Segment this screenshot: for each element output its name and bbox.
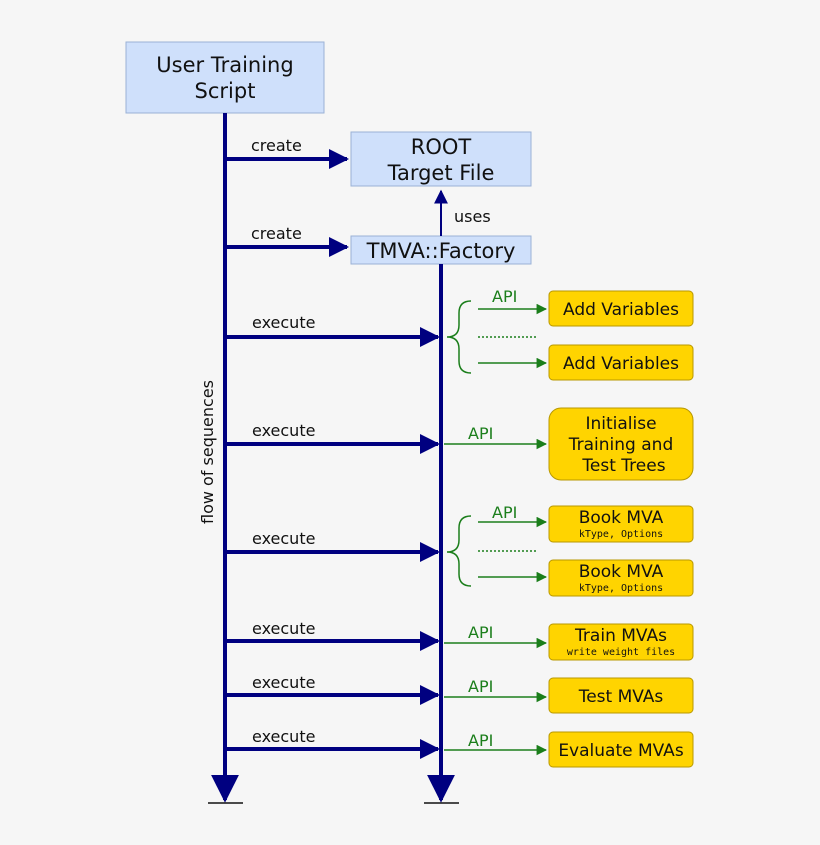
- test-mvas: Test MVAs: [578, 687, 664, 707]
- initialise-group: API Initialise Training and Test Trees: [444, 407, 694, 481]
- execute-label-6: execute: [252, 727, 315, 746]
- api-label-6: API: [468, 731, 493, 750]
- root-file-line2: Target File: [387, 161, 495, 185]
- add-variables-1: Add Variables: [563, 300, 679, 320]
- tmva-factory-box: TMVA::Factory: [350, 235, 532, 265]
- add-variables-2: Add Variables: [563, 354, 679, 374]
- root-file-line1: ROOT: [411, 135, 472, 159]
- book-mva-group: API Book MVA kType, Options Book MVA kTy…: [446, 503, 694, 597]
- train-mvas-group: API Train MVAs write weight files: [444, 623, 694, 661]
- api-label-1: API: [492, 287, 517, 306]
- initialise-line1: Initialise: [585, 414, 656, 434]
- book-mva-1-sub: kType, Options: [579, 529, 663, 540]
- uses-label: uses: [454, 207, 491, 226]
- api-label-5: API: [468, 677, 493, 696]
- train-mvas-sub: write weight files: [567, 647, 675, 658]
- flow-of-sequences-label: flow of sequences: [198, 380, 217, 524]
- user-script-lifeline: [208, 113, 243, 804]
- user-script-line2: Script: [195, 79, 256, 103]
- book-mva-2: Book MVA: [579, 562, 664, 582]
- factory-label: TMVA::Factory: [366, 239, 516, 263]
- initialise-line3: Test Trees: [581, 456, 665, 476]
- evaluate-mvas: Evaluate MVAs: [558, 741, 684, 761]
- api-label-3: API: [492, 503, 517, 522]
- user-script-line1: User Training: [156, 53, 293, 77]
- factory-lifeline: [424, 264, 459, 804]
- train-mvas: Train MVAs: [574, 626, 667, 646]
- api-label-2: API: [468, 424, 493, 443]
- book-mva-2-sub: kType, Options: [579, 583, 663, 594]
- execute-label-3: execute: [252, 529, 315, 548]
- create-label-2: create: [251, 224, 302, 243]
- execute-arrows: execute execute execute execute execute …: [225, 313, 440, 759]
- execute-label-5: execute: [252, 673, 315, 692]
- initialise-line2: Training and: [568, 435, 673, 455]
- execute-label-2: execute: [252, 421, 315, 440]
- brace-2: [446, 515, 472, 587]
- brace-1: [446, 300, 472, 374]
- execute-label-4: execute: [252, 619, 315, 638]
- api-label-4: API: [468, 623, 493, 642]
- test-mvas-group: API Test MVAs: [444, 677, 694, 714]
- execute-label-1: execute: [252, 313, 315, 332]
- root-target-file-box: ROOT Target File: [350, 131, 532, 187]
- add-variables-group: API Add Variables Add Variables: [446, 287, 694, 381]
- evaluate-mvas-group: API Evaluate MVAs: [444, 731, 694, 768]
- create-label-1: create: [251, 136, 302, 155]
- user-training-script-box: User Training Script: [125, 41, 325, 114]
- book-mva-1: Book MVA: [579, 508, 664, 528]
